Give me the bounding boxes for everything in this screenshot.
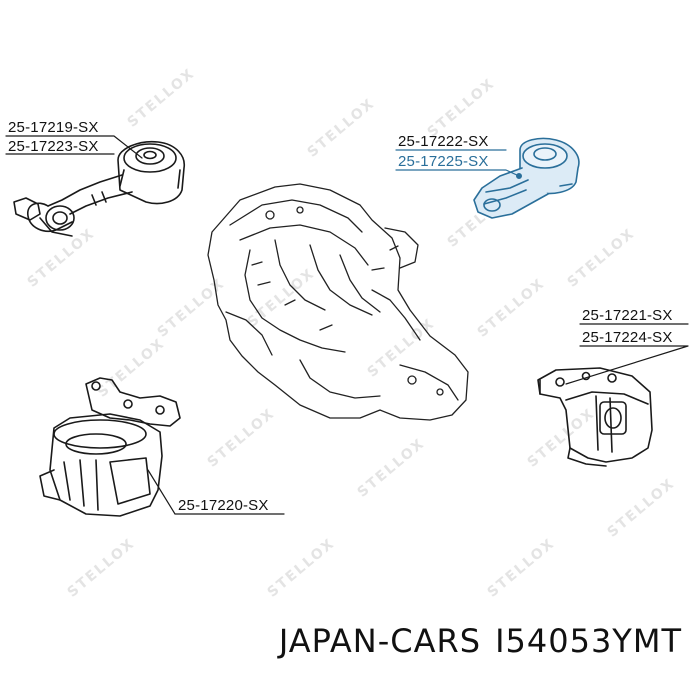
label-25-17222-sx: 25-17222-SX — [398, 133, 489, 150]
mount-right-drawing — [537, 367, 653, 467]
label-25-17219-sx: 25-17219-SX — [8, 119, 99, 136]
label-25-17224-sx: 25-17224-SX — [582, 329, 673, 346]
mount-top-right-drawing — [473, 137, 580, 219]
label-25-17223-sx: 25-17223-SX — [8, 138, 99, 155]
engine-block-outline — [207, 183, 469, 421]
label-25-17220-sx: 25-17220-SX — [178, 497, 269, 514]
footer-part-number: I54053YMT — [495, 622, 682, 660]
footer-brand: JAPAN-CARS — [278, 622, 482, 660]
label-leader-lines — [5, 135, 689, 515]
mount-bottom-left-drawing — [39, 377, 181, 517]
label-25-17221-sx: 25-17221-SX — [582, 307, 673, 324]
mount-top-left-drawing — [13, 140, 185, 237]
footer-caption: JAPAN-CARS I54053YMT — [0, 622, 682, 660]
label-25-17225-sx: 25-17225-SX — [398, 153, 489, 170]
